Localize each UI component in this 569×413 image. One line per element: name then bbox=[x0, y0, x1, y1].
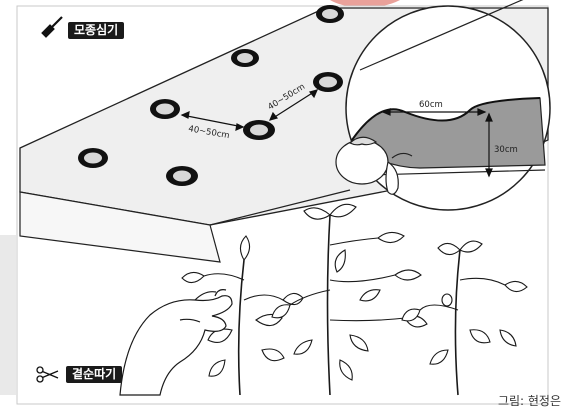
pruning-tag: 곁순따기 bbox=[66, 366, 122, 383]
bed-height-label: 30cm bbox=[494, 145, 518, 155]
planting-hole bbox=[231, 49, 259, 67]
planting-tag: 모종심기 bbox=[68, 22, 124, 39]
planting-hole bbox=[78, 148, 108, 168]
illustration-credit: 그림: 현정은 bbox=[498, 392, 561, 409]
pruning-label: 곁순따기 bbox=[66, 366, 122, 383]
planting-hole bbox=[316, 5, 344, 23]
left-shade bbox=[0, 235, 16, 395]
bed-width-label: 60cm bbox=[419, 100, 443, 110]
planting-hole bbox=[243, 120, 275, 140]
planting-hole bbox=[150, 99, 180, 119]
planting-hole bbox=[313, 72, 343, 92]
planting-hole bbox=[166, 166, 198, 186]
planting-label: 모종심기 bbox=[68, 22, 124, 39]
